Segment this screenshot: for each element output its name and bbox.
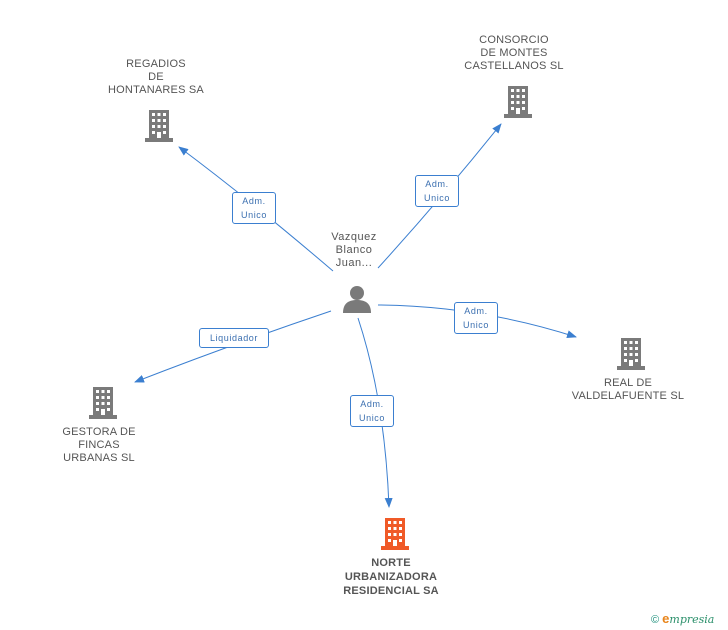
company-label-regadios[interactable]: REGADIOS DE HONTANARES SA	[108, 58, 204, 96]
edge-role-real[interactable]: Adm. Unico	[454, 302, 498, 334]
edge-role-norte[interactable]: Adm. Unico	[350, 395, 394, 427]
company-label-consorcio[interactable]: CONSORCIO DE MONTES CASTELLANOS SL	[464, 34, 564, 72]
company-label-norte[interactable]: NORTE URBANIZADORA RESIDENCIAL SA	[343, 557, 439, 597]
person-icon[interactable]	[342, 284, 372, 314]
person-name[interactable]: Vazquez Blanco Juan...	[331, 231, 377, 269]
building-icon[interactable]	[503, 84, 533, 118]
building-icon[interactable]	[616, 336, 646, 370]
brand-logo-initial: e	[662, 611, 670, 626]
company-label-gestora[interactable]: GESTORA DE FINCAS URBANAS SL	[62, 426, 136, 464]
company-label-real[interactable]: REAL DE VALDELAFUENTE SL	[571, 377, 685, 402]
building-icon[interactable]	[88, 385, 118, 419]
footer-brand: © empresia	[651, 611, 714, 626]
brand-logo-text: mpresia	[669, 613, 715, 626]
building-icon[interactable]	[144, 108, 174, 142]
edge-role-gestora[interactable]: Liquidador	[199, 328, 269, 348]
building-icon-focus[interactable]	[380, 516, 410, 550]
copyright-symbol: ©	[651, 614, 660, 626]
edge-role-regadios[interactable]: Adm. Unico	[232, 192, 276, 224]
edge-role-consorcio[interactable]: Adm. Unico	[415, 175, 459, 207]
